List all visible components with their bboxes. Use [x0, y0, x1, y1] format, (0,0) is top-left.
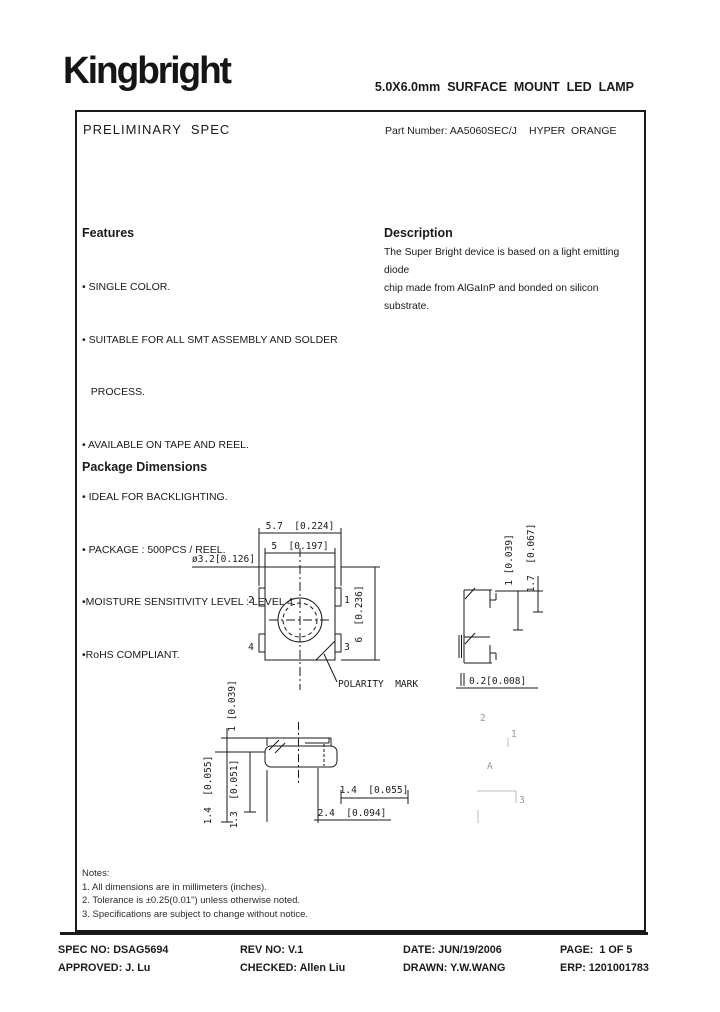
footer-page: PAGE: 1 OF 5	[560, 944, 633, 956]
part-number: Part Number: AA5060SEC/J	[385, 125, 517, 137]
topview-pad	[259, 588, 265, 606]
dim-standoff: 1.7 [0.067]	[526, 524, 537, 593]
pin-label-2: 2	[248, 595, 254, 606]
circuit-pin2: 2	[480, 713, 486, 724]
circuit-pin3: 3	[519, 795, 525, 806]
dim-front-left-inner: 1.3 [0.051]	[229, 760, 240, 829]
pin-label-3: 3	[344, 642, 350, 653]
features-heading: Features	[82, 226, 135, 240]
description-heading: Description	[384, 226, 453, 240]
dim-lens-diameter: ø3.2[0.126]	[192, 554, 255, 565]
topview-pad	[259, 634, 265, 652]
description-line: The Super Bright device is based on a li…	[384, 247, 620, 276]
dim-body-height: 6 [0.236]	[354, 585, 365, 642]
pin-label-1: 1	[344, 595, 350, 606]
dim-front-bottom: 2.4 [0.094]	[318, 808, 387, 819]
feature-line: • AVAILABLE ON TAPE AND REEL.	[82, 438, 249, 451]
polarity-mark-label: POLARITY MARK	[338, 679, 418, 690]
circuit-sketch-lines	[477, 738, 516, 823]
circuit-anode: A	[487, 761, 493, 772]
feature-line: PROCESS.	[82, 386, 146, 398]
description-line: chip made from AlGaInP and bonded on sil…	[384, 283, 599, 312]
document-title: 5.0X6.0mm SURFACE MOUNT LED LAMP	[374, 80, 634, 94]
package-dimensions-heading: Package Dimensions	[82, 460, 208, 474]
description-text: The Super Bright device is based on a li…	[384, 244, 644, 316]
emitting-color: HYPER ORANGE	[529, 125, 617, 137]
footer-spec-no: SPEC NO: DSAG5694	[58, 944, 169, 956]
feature-line: • PACKAGE : 500PCS / REEL.	[82, 543, 226, 556]
note-line: 3. Specifications are subject to change …	[82, 908, 309, 920]
footer-erp: ERP: 1201001783	[560, 962, 649, 974]
footer-checked: CHECKED: Allen Liu	[240, 962, 346, 974]
note-line: 1. All dimensions are in millimeters (in…	[82, 881, 267, 893]
dim-coplanarity: 0.2[0.008]	[469, 676, 526, 687]
footer-approved: APPROVED: J. Lu	[58, 962, 151, 974]
dim-front-left-outer: 1.4 [0.055]	[203, 756, 214, 825]
content-frame	[75, 110, 646, 932]
feature-line: •RoHS COMPLIANT.	[82, 648, 180, 661]
note-line: 2. Tolerance is ±0.25(0.01") unless othe…	[82, 895, 301, 906]
topview-pad	[335, 588, 341, 606]
dim-overall-width: 5.7 [0.224]	[266, 521, 335, 532]
package-dimensions-drawing: 5.7 [0.224] 5 [0.197] ø3.2[0.126] 6 [0.2…	[192, 521, 645, 829]
pin-label-4: 4	[248, 642, 254, 653]
feature-line: •MOISTURE SENSITIVITY LEVEL : LEVEL 4.	[82, 596, 296, 608]
notes-heading: Notes:	[82, 868, 110, 879]
features-list: • SINGLE COLOR. • SUITABLE FOR ALL SMT A…	[82, 244, 382, 699]
circuit-pin1: 1	[511, 729, 517, 740]
footer-rev-no: REV NO: V.1	[240, 944, 304, 956]
feature-line: • SUITABLE FOR ALL SMT ASSEMBLY AND SOLD…	[82, 333, 338, 346]
footer-date: DATE: JUN/19/2006	[403, 944, 502, 956]
polarity-mark-chamfer	[316, 641, 335, 660]
dim-lead-thickness: 1 [0.039]	[504, 534, 515, 585]
preliminary-spec-label: PRELIMINARY SPEC	[83, 122, 231, 137]
notes-block: Notes: 1. All dimensions are in millimet…	[82, 867, 308, 921]
topview-pad	[335, 634, 341, 652]
dim-front-right: 1.4 [0.055]	[340, 785, 409, 796]
feature-line: • SINGLE COLOR.	[82, 281, 171, 293]
feature-line: • IDEAL FOR BACKLIGHTING.	[82, 491, 228, 503]
footer-drawn: DRAWN: Y.W.WANG	[403, 962, 506, 974]
frontview-lead-frame	[265, 746, 337, 767]
kingbright-logo: Kingbright	[63, 49, 232, 92]
dim-body-width: 5 [0.197]	[271, 541, 328, 552]
footer-divider	[60, 932, 648, 935]
dim-front-top: 1 [0.039]	[227, 680, 238, 731]
polarity-leader-line	[324, 654, 337, 682]
